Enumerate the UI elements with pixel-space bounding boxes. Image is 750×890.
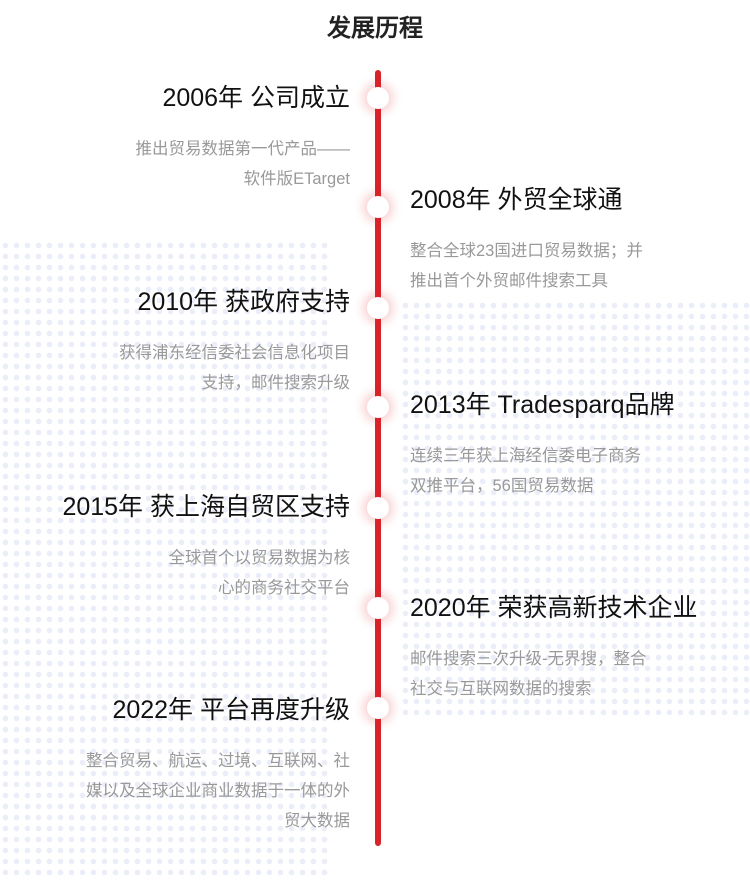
description-line: 心的商务社交平台 [218,579,350,597]
description-line: 获得浦东经信委社会信息化项目 [119,344,350,362]
timeline-node [367,196,389,218]
description-line: 全球首个以贸易数据为核 [168,549,351,567]
milestone-title: 2008年 外贸全球通 [410,186,623,214]
timeline-item: 2013年 Tradesparq品牌连续三年获上海经信委电子商务双推平台，56国… [410,389,750,501]
timeline-node [367,697,389,719]
world-map-dots [0,240,330,880]
timeline-item: 2020年 荣获高新技术企业邮件搜索三次升级-无界搜，整合社交与互联网数据的搜索 [410,592,750,704]
milestone-title: 2020年 荣获高新技术企业 [410,594,698,622]
description-line: 邮件搜索三次升级-无界搜，整合 [410,650,647,668]
description-line: 支持，邮件搜索升级 [201,374,351,392]
timeline-item: 2022年 平台再度升级整合贸易、航运、过境、互联网、社媒以及全球企业商业数据于… [10,694,350,836]
description-line: 社交与互联网数据的搜索 [410,680,592,698]
description-line: 贸大数据 [284,812,350,830]
milestone-description: 连续三年获上海经信委电子商务双推平台，56国贸易数据 [410,441,750,501]
milestone-description: 整合贸易、航运、过境、互联网、社媒以及全球企业商业数据于一体的外贸大数据 [10,746,350,836]
description-line: 双推平台，56国贸易数据 [410,477,594,495]
timeline-node [367,497,389,519]
timeline-item: 2015年 获上海自贸区支持全球首个以贸易数据为核心的商务社交平台 [10,491,350,603]
timeline-node [367,396,389,418]
milestone-title: 2013年 Tradesparq品牌 [410,391,675,419]
description-line: 软件版ETarget [243,170,350,188]
timeline-line [375,70,381,846]
milestone-description: 整合全球23国进口贸易数据；并推出首个外贸邮件搜索工具 [410,236,750,296]
milestone-title: 2022年 平台再度升级 [112,696,350,724]
timeline-item: 2006年 公司成立推出贸易数据第一代产品—— 软件版ETarget [10,82,351,194]
timeline-node [367,297,389,319]
milestone-description: 获得浦东经信委社会信息化项目支持，邮件搜索升级 [10,338,350,398]
timeline-node [367,597,389,619]
milestone-title: 2015年 获上海自贸区支持 [62,493,350,521]
milestone-title: 2010年 获政府支持 [137,288,350,316]
world-map-dots [400,300,750,720]
milestone-description: 全球首个以贸易数据为核心的商务社交平台 [10,543,351,603]
description-line: 推出首个外贸邮件搜索工具 [410,272,608,290]
description-line: 媒以及全球企业商业数据于一体的外 [86,782,350,800]
milestone-description: 邮件搜索三次升级-无界搜，整合社交与互联网数据的搜索 [410,644,750,704]
description-line: 连续三年获上海经信委电子商务 [410,447,641,465]
milestone-title: 2006年 公司成立 [162,84,350,112]
page-title: 发展历程 [327,15,423,42]
timeline-item: 2008年 外贸全球通整合全球23国进口贸易数据；并推出首个外贸邮件搜索工具 [410,184,750,296]
timeline-item: 2010年 获政府支持获得浦东经信委社会信息化项目支持，邮件搜索升级 [10,286,350,398]
description-line: 整合贸易、航运、过境、互联网、社 [86,752,350,770]
description-line: 整合全球23国进口贸易数据；并 [410,242,643,260]
timeline-node [367,87,389,109]
description-line: 推出贸易数据第一代产品—— [135,140,351,158]
milestone-description: 推出贸易数据第一代产品—— 软件版ETarget [10,134,351,194]
